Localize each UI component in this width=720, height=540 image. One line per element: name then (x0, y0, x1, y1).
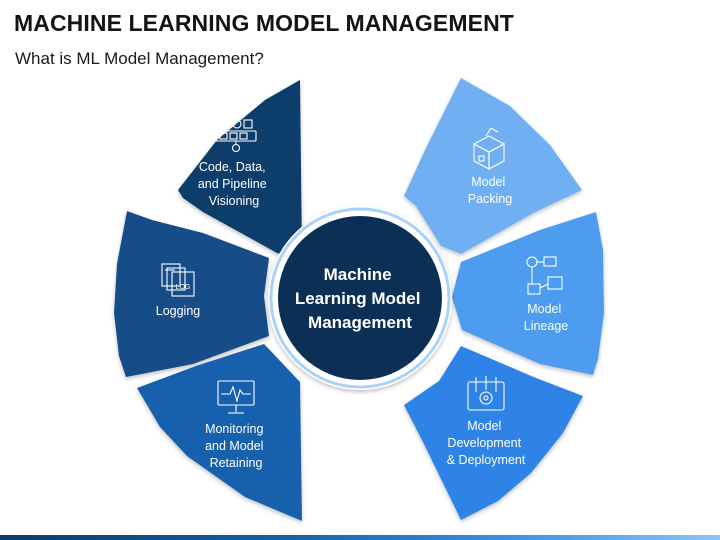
segment-label: Monitoring and Model Retaining (205, 422, 267, 470)
log-files-icon: LOG (161, 263, 195, 297)
center-hub: Machine Learning Model Management (268, 206, 452, 390)
segment-model-packing: Model Packing (404, 78, 582, 254)
segment-model-development: Model Development & Deployment (404, 346, 583, 520)
center-label: Machine Learning Model Management (295, 265, 425, 332)
page-title: MACHINE LEARNING MODEL MANAGEMENT (14, 10, 514, 36)
box-package-icon (472, 127, 506, 170)
label-line: Lineage (524, 319, 569, 333)
label-line: and Pipeline (198, 177, 267, 191)
label-line: Code, Data, (199, 160, 266, 174)
center-label-line: Management (308, 313, 412, 332)
label-line: & Deployment (447, 453, 526, 467)
segment-shape (114, 211, 269, 377)
segment-shape (137, 344, 302, 521)
development-icon (467, 376, 505, 411)
segment-label: Model Lineage (524, 302, 569, 333)
label-line: Retaining (210, 456, 263, 470)
segment-label: Model Development & Deployment (447, 419, 526, 467)
segment-code-data-pipeline: Code, Data, and Pipeline Visioning (178, 80, 302, 258)
segment-label: Logging (156, 304, 201, 318)
center-accent-ring (269, 207, 451, 389)
label-line: Model (527, 302, 561, 316)
lineage-icon (526, 256, 563, 295)
label-line: Logging (156, 304, 201, 318)
segment-label: Code, Data, and Pipeline Visioning (198, 160, 270, 208)
label-line: Monitoring (205, 422, 263, 436)
segment-shape (404, 346, 583, 520)
segment-monitoring: Monitoring and Model Retaining (137, 344, 302, 521)
label-line: Development (447, 436, 521, 450)
label-line: Visioning (209, 194, 260, 208)
footer-accent-bar (0, 535, 720, 540)
label-line: Packing (468, 192, 513, 206)
segment-model-lineage: Model Lineage (452, 212, 604, 375)
center-circle (278, 216, 442, 380)
label-line: and Model (205, 439, 263, 453)
center-label-line: Machine (324, 265, 392, 284)
label-line: Model (471, 175, 505, 189)
workflow-icon (215, 118, 257, 153)
segment-shape (178, 80, 302, 258)
segment-label: Model Packing (468, 175, 513, 206)
svg-text:LOG: LOG (176, 284, 191, 291)
label-line: Model (467, 419, 501, 433)
monitor-pulse-icon (217, 380, 255, 414)
center-label-line: Learning Model (295, 289, 421, 308)
segment-shape (404, 78, 582, 254)
segment-logging: LOG Logging (114, 211, 269, 377)
page-subtitle: What is ML Model Management? (15, 49, 264, 68)
